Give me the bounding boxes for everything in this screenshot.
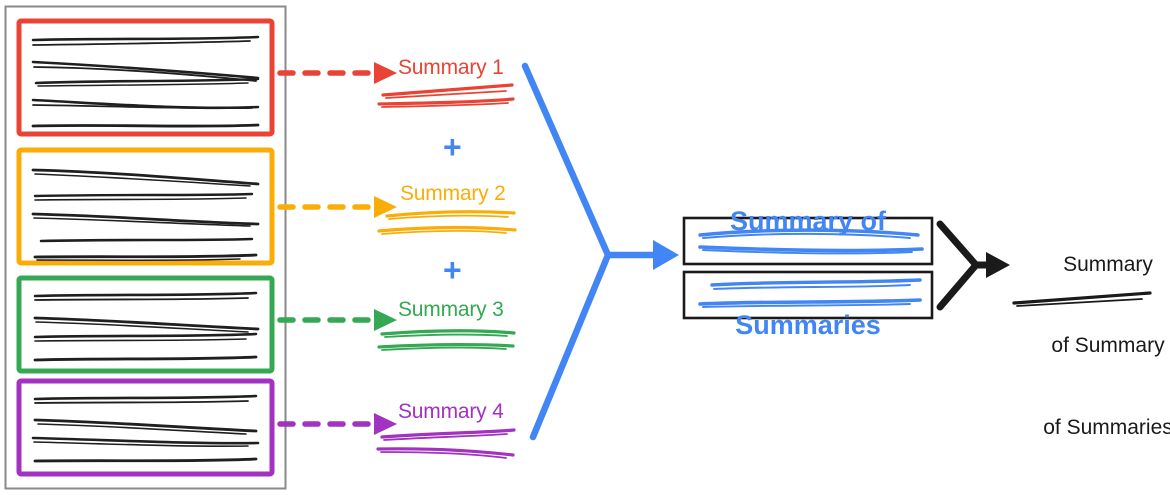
blue-funnel-arrow [521, 62, 679, 441]
chunk-box-green[interactable] [16, 275, 275, 374]
chunk-box-orange[interactable] [16, 147, 275, 266]
source-document-frame [4, 5, 287, 490]
sos-text-lines-2 [698, 278, 922, 308]
dashed-arrow-4 [277, 413, 397, 435]
final-summary-text-line [1012, 291, 1152, 307]
summary-label-2: Summary 2 [400, 182, 506, 205]
black-merge-arrow [936, 220, 1010, 311]
final-summary-line2: of Summary [1051, 334, 1165, 358]
summary-text-lines-1 [377, 83, 515, 108]
final-summary-line3: of Summaries [1043, 416, 1170, 440]
sos-text-lines-1 [698, 228, 924, 255]
summary-of-summaries-title-line1: Summary of [729, 206, 887, 237]
final-summary-line1: Summary [1063, 252, 1153, 276]
summary-of-summaries-title-line2: Summaries [735, 309, 881, 340]
chunk-text-lines-purple [31, 394, 260, 463]
summary-text-lines-2 [377, 210, 517, 235]
dashed-arrow-3 [277, 309, 397, 331]
plus-operator-1: + [443, 129, 462, 165]
summary-label-1: Summary 1 [398, 56, 504, 79]
summary-text-lines-4 [376, 428, 516, 459]
chunk-text-lines-green [33, 291, 260, 362]
chunk-text-lines-orange [31, 168, 260, 261]
dashed-arrow-1 [277, 62, 397, 84]
summary-text-lines-3 [377, 329, 516, 351]
sos-box-1[interactable] [682, 216, 934, 266]
summary-of-summaries-title: Summary of Summaries [673, 135, 943, 411]
chunk-text-lines-red [31, 35, 260, 128]
chunk-box-red[interactable] [16, 18, 275, 137]
dashed-arrow-2 [277, 196, 397, 218]
summary-label-3: Summary 3 [398, 298, 504, 321]
plus-operator-2: + [443, 252, 462, 288]
summary-label-4: Summary 4 [398, 400, 504, 423]
final-summary-title: Summary of Summary of Summaries [1013, 196, 1170, 495]
chunk-box-purple[interactable] [16, 378, 275, 477]
